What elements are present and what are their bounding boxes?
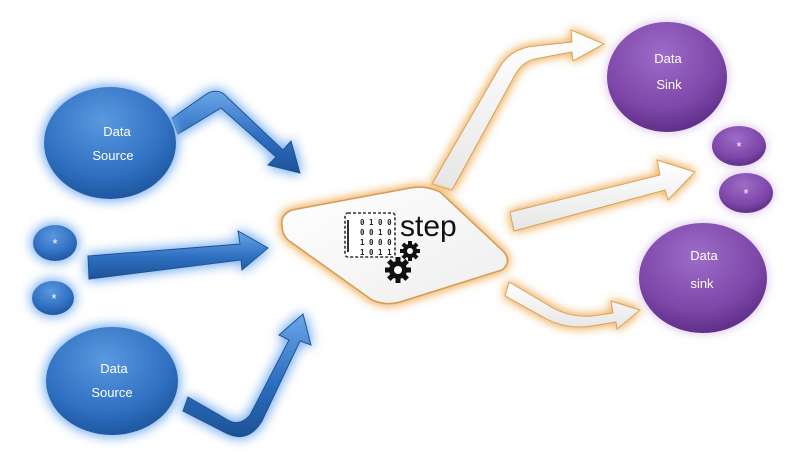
arrow-sink-top (431, 29, 606, 191)
sink-placeholder-2: * (719, 173, 773, 213)
source-bottom-line2: Source (91, 385, 132, 400)
source-placeholder-1: * (33, 225, 77, 261)
arrow-sink-bottom (504, 281, 642, 330)
sink-arrows (431, 29, 696, 330)
sink-top-line1: Data (654, 51, 682, 66)
arrow-source-bottom (182, 313, 312, 437)
data-source-bottom: Data Source (46, 327, 178, 435)
source-bottom-line1: Data (100, 361, 128, 376)
binary-data-icon: 0 1 0 0 0 0 1 0 1 0 0 0 1 0 1 1 (344, 212, 396, 258)
svg-text:1 0 1 1: 1 0 1 1 (360, 248, 392, 257)
step-label: step (400, 210, 457, 243)
source-placeholder-2: * (32, 281, 74, 315)
source-top-line1: Data (103, 124, 131, 139)
arrow-source-top (171, 90, 301, 174)
svg-text:0 1 0 0: 0 1 0 0 (360, 218, 392, 227)
svg-text:*: * (736, 139, 741, 154)
svg-text:*: * (52, 236, 57, 251)
sink-bottom-line1: Data (690, 248, 718, 263)
source-arrows (87, 90, 312, 437)
sink-bottom-line2: sink (690, 276, 714, 291)
svg-text:*: * (51, 291, 56, 306)
arrow-source-middle (87, 230, 269, 280)
sink-top-line2: Sink (656, 77, 682, 92)
data-sink-bottom: Data sink (639, 223, 767, 333)
data-source-top: Data Source (44, 87, 176, 199)
svg-text:*: * (743, 186, 748, 201)
data-sink-top: Data Sink (607, 22, 727, 132)
svg-text:0 0 1 0: 0 0 1 0 (360, 228, 392, 237)
gears-icon (385, 241, 420, 283)
svg-text:1 0 0 0: 1 0 0 0 (360, 238, 392, 247)
arrow-sink-middle (509, 159, 696, 232)
sink-placeholder-1: * (712, 126, 766, 166)
source-top-line2: Source (92, 148, 133, 163)
